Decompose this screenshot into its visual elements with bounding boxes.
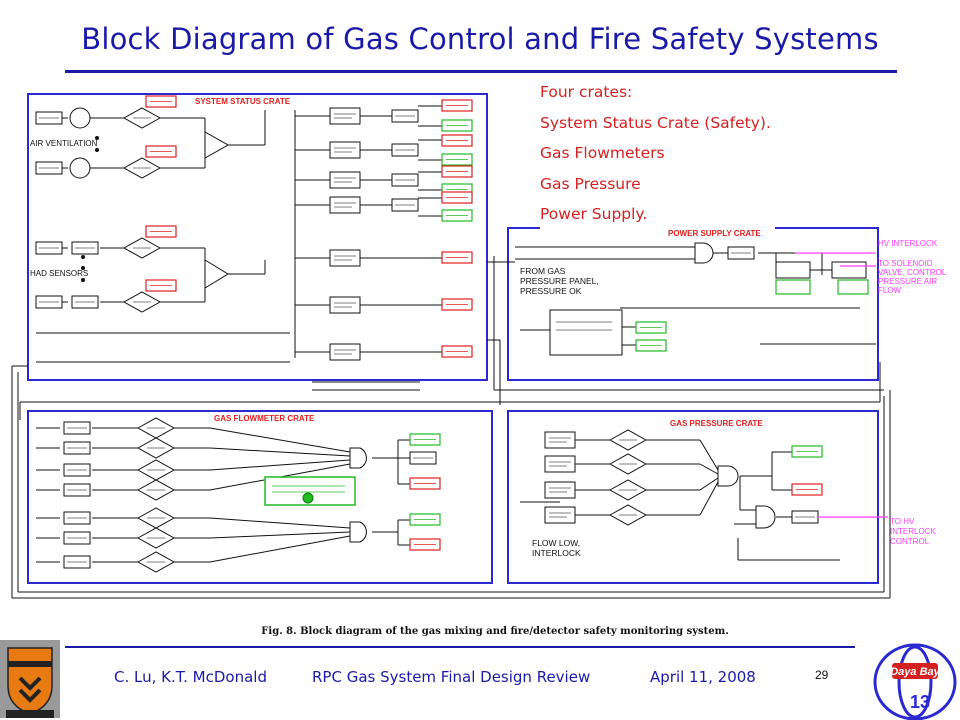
power-supply-crate-label: POWER SUPPLY CRATE bbox=[668, 229, 761, 238]
gas-flowmeter-crate-box bbox=[27, 410, 493, 584]
solenoid-label-3: PRESSURE AIR bbox=[878, 277, 937, 286]
power-supply-circuits bbox=[515, 246, 876, 346]
power-supply-crate-box bbox=[507, 227, 879, 381]
to-hv-label-3: CONTROL bbox=[890, 537, 930, 546]
footer-rule bbox=[65, 646, 855, 648]
footer-authors: C. Lu, K.T. McDonald bbox=[114, 668, 267, 686]
footer-review: RPC Gas System Final Design Review bbox=[312, 668, 591, 686]
status-indicator-lamp bbox=[302, 492, 314, 504]
gas-pressure-crate-box bbox=[507, 410, 879, 584]
svg-text:13: 13 bbox=[910, 692, 930, 712]
crates-list: Four crates: System Status Crate (Safety… bbox=[540, 77, 775, 230]
air-ventilation-label: AIR VENTILATION bbox=[30, 139, 98, 148]
flowmeter-status-panel bbox=[264, 476, 356, 506]
gas-flowmeter-circuits bbox=[36, 427, 410, 563]
crate-item-system-status: System Status Crate (Safety). bbox=[540, 113, 771, 132]
inter-crate-wires bbox=[11, 256, 891, 599]
gas-flowmeter-crate-label: GAS FLOWMETER CRATE bbox=[214, 414, 315, 423]
footer-date: April 11, 2008 bbox=[650, 668, 756, 686]
crates-heading: Four crates: bbox=[540, 83, 633, 101]
to-hv-label-1: TO HV bbox=[890, 517, 915, 526]
princeton-shield-logo bbox=[0, 640, 60, 718]
from-gas-label-3: PRESSURE OK bbox=[520, 286, 582, 296]
solenoid-label-4: FLOW bbox=[878, 286, 902, 295]
from-gas-label-1: FROM GAS bbox=[520, 266, 566, 276]
from-gas-label-2: PRESSURE PANEL, bbox=[520, 276, 599, 286]
title-underline bbox=[65, 70, 897, 73]
daya-bay-logo: Daya Bay 13 bbox=[873, 643, 957, 720]
crate-item-gas-flowmeters: Gas Flowmeters bbox=[540, 144, 665, 162]
crate-item-gas-pressure: Gas Pressure bbox=[540, 174, 641, 193]
flow-low-label-2: INTERLOCK bbox=[532, 548, 581, 558]
system-status-crate-label: SYSTEM STATUS CRATE bbox=[195, 97, 291, 106]
flow-low-label-1: FLOW LOW, bbox=[532, 538, 580, 548]
hv-interlock-label: HV INTERLOCK bbox=[878, 239, 938, 248]
figure-caption: Fig. 8. Block diagram of the gas mixing … bbox=[261, 626, 729, 637]
system-status-crate-box bbox=[27, 93, 488, 381]
system-status-circuits bbox=[36, 105, 442, 391]
solenoid-label-2: VALVE, CONTROL bbox=[878, 268, 947, 277]
svg-text:Daya Bay: Daya Bay bbox=[890, 666, 940, 678]
crate-item-power-supply: Power Supply. bbox=[540, 205, 648, 223]
slide-title: Block Diagram of Gas Control and Fire Sa… bbox=[81, 22, 879, 56]
to-hv-label-2: INTERLOCK bbox=[890, 527, 936, 536]
gas-pressure-crate-label: GAS PRESSURE CRATE bbox=[670, 419, 763, 428]
page-number: 29 bbox=[815, 668, 829, 682]
gas-pressure-circuits bbox=[520, 439, 840, 561]
had-sensors-label: HAD SENSORS bbox=[30, 269, 88, 278]
solenoid-label-1: TO SOLENOID bbox=[878, 259, 933, 268]
